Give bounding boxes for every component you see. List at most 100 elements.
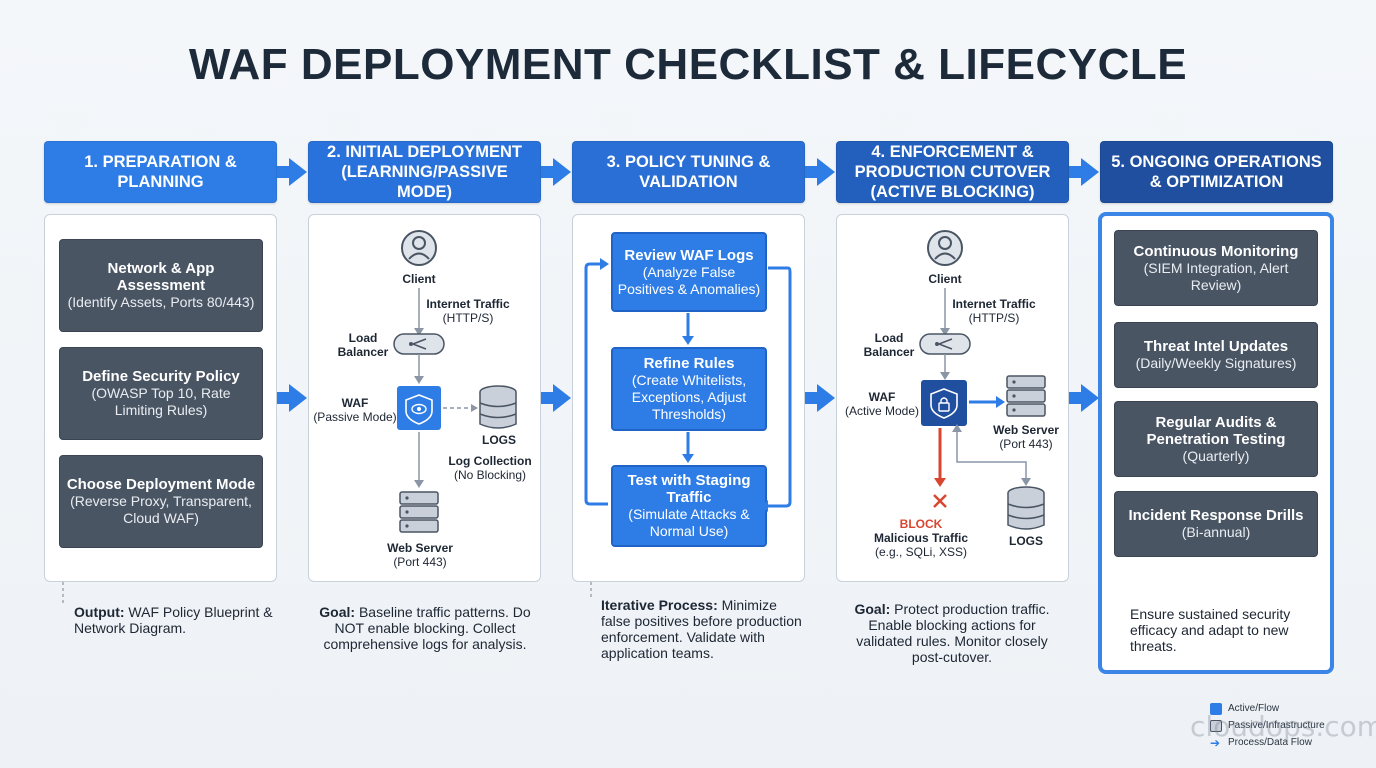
- block-x-icon: [933, 494, 947, 508]
- server-sub: (Port 443): [393, 555, 447, 569]
- legend-passive: Passive/Infrastructure: [1210, 717, 1325, 734]
- phase-3-note: Iterative Process: Minimize false positi…: [601, 597, 806, 661]
- note-label: Output:: [74, 604, 125, 620]
- legend-process: ➔ Process/Data Flow: [1210, 734, 1325, 751]
- note-label: Iterative Process:: [601, 597, 718, 613]
- waf-passive-icon: [397, 386, 441, 430]
- server-label: Web Server: [387, 541, 453, 555]
- phase-5-card-3: Regular Audits & Penetration Testing (Qu…: [1114, 401, 1318, 477]
- logs-database-icon: [479, 385, 517, 429]
- phase-4-traffic-label: Internet Traffic (HTTP/S): [946, 297, 1042, 325]
- phase-2-lb-label: Load Balancer: [337, 331, 389, 359]
- malicious-sub: (e.g., SQLi, XSS): [874, 545, 968, 559]
- phase-1-panel: Network & App Assessment (Identify Asset…: [44, 214, 277, 582]
- web-server-icon: [1006, 375, 1046, 417]
- phase-5-header: 5. ONGOING OPERATIONS & OPTIMIZATION: [1100, 141, 1333, 203]
- client-icon: [401, 230, 437, 266]
- phase-2-header: 2. INITIAL DEPLOYMENT (LEARNING/PASSIVE …: [308, 141, 541, 203]
- phase-1-card-3: Choose Deployment Mode (Reverse Proxy, T…: [59, 455, 263, 548]
- phase-4-logs-label: LOGS: [1008, 534, 1043, 548]
- web-server-icon: [399, 491, 439, 533]
- card-title: Define Security Policy: [82, 368, 240, 385]
- card-subtitle: (Identify Assets, Ports 80/443): [67, 294, 255, 310]
- card-title: Incident Response Drills: [1128, 507, 1304, 524]
- note-label: Goal:: [854, 601, 891, 617]
- header-arrow-2-head: [553, 158, 571, 186]
- phase-3-cycle-arrows: [584, 258, 792, 512]
- card-title: Network & App Assessment: [107, 260, 215, 294]
- header-arrow-4-head: [1081, 158, 1099, 186]
- note-text: Minimize false positives before producti…: [601, 597, 802, 661]
- phase-4-header: 4. ENFORCEMENT & PRODUCTION CUTOVER (ACT…: [836, 141, 1069, 203]
- client-icon: [927, 230, 963, 266]
- phase-1-card-1: Network & App Assessment (Identify Asset…: [59, 239, 263, 332]
- note-text: Baseline traffic patterns. Do NOT enable…: [323, 604, 531, 652]
- legend-process-label: Process/Data Flow: [1228, 737, 1312, 748]
- phase-2-traffic-label: Internet Traffic (HTTP/S): [420, 297, 516, 325]
- phase-1-note-connector: [62, 582, 64, 604]
- phase-1-header: 1. PREPARATION & PLANNING: [44, 141, 277, 203]
- card-title: Review WAF Logs: [624, 246, 754, 264]
- mid-arrow-3-head: [817, 384, 835, 412]
- card-title: Refine Rules: [643, 355, 735, 372]
- load-balancer-icon: [919, 333, 971, 355]
- card-title: Test with Staging Traffic: [627, 472, 751, 506]
- mid-arrow-3-shaft: [805, 392, 819, 404]
- load-balancer-icon: [393, 333, 445, 355]
- waf-label: WAF: [341, 396, 369, 410]
- phase-3-panel: Review WAF Logs (Analyze False Positives…: [572, 214, 805, 582]
- phase-2-log-collection: Log Collection (No Blocking): [440, 454, 540, 482]
- legend-active: Active/Flow: [1210, 700, 1325, 717]
- note-label: Goal:: [319, 604, 356, 620]
- header-arrow-2-shaft: [541, 166, 555, 178]
- phase-3-card-3: Test with Staging Traffic (Simulate Atta…: [611, 465, 767, 547]
- phase-3-note-connector: [590, 582, 592, 600]
- page-title: WAF DEPLOYMENT CHECKLIST & LIFECYCLE: [188, 40, 1188, 89]
- server-label: Web Server: [993, 423, 1059, 437]
- mid-arrow-4-head: [1081, 384, 1099, 412]
- phase-4-lb-label: Load Balancer: [863, 331, 915, 359]
- traffic-sub: (HTTP/S): [968, 311, 1020, 325]
- waf-active-icon: [921, 380, 967, 426]
- header-arrow-3-shaft: [805, 166, 819, 178]
- waf-sub: (Active Mode): [844, 404, 920, 418]
- log-collection-label: Log Collection: [448, 454, 532, 468]
- note-text: WAF Policy Blueprint & Network Diagram.: [74, 604, 273, 636]
- phase-5-card-2: Threat Intel Updates (Daily/Weekly Signa…: [1114, 322, 1318, 388]
- phase-5-card-4: Incident Response Drills (Bi-annual): [1114, 491, 1318, 557]
- log-collection-sub: (No Blocking): [453, 468, 527, 482]
- card-title: Regular Audits & Penetration Testing: [1146, 413, 1286, 448]
- phase-2-waf-label: WAF (Passive Mode): [310, 396, 400, 424]
- phase-1-card-2: Define Security Policy (OWASP Top 10, Ra…: [59, 347, 263, 440]
- card-subtitle: (Create Whitelists, Exceptions, Adjust T…: [631, 372, 747, 422]
- note-text: Protect production traffic. Enable block…: [856, 601, 1050, 665]
- phase-5-card-1: Continuous Monitoring (SIEM Integration,…: [1114, 230, 1318, 306]
- legend-passive-swatch: [1210, 719, 1222, 732]
- mid-arrow-1-head: [289, 384, 307, 412]
- phase-4-block-label: BLOCK: [899, 517, 943, 531]
- phase-2-server-label: Web Server (Port 443): [370, 541, 470, 569]
- mid-arrow-4-shaft: [1069, 392, 1083, 404]
- watermark: cloudops.com: [1190, 710, 1376, 743]
- phase-4-note: Goal: Protect production traffic. Enable…: [842, 601, 1062, 665]
- phase-4-waf-label: WAF (Active Mode): [838, 390, 926, 418]
- traffic-label: Internet Traffic: [952, 297, 1036, 311]
- phase-5-note: Ensure sustained security efficacy and a…: [1130, 606, 1291, 654]
- phase-2-diagram: [393, 230, 517, 533]
- header-arrow-4-shaft: [1069, 166, 1083, 178]
- header-arrow-3-head: [817, 158, 835, 186]
- legend: Active/Flow Passive/Infrastructure ➔ Pro…: [1210, 700, 1325, 751]
- card-subtitle: (Quarterly): [1182, 447, 1250, 464]
- traffic-sub: (HTTP/S): [442, 311, 494, 325]
- malicious-label: Malicious Traffic: [873, 531, 969, 545]
- legend-process-arrow-icon: ➔: [1210, 735, 1221, 750]
- legend-passive-label: Passive/Infrastructure: [1228, 720, 1325, 731]
- card-subtitle: (Reverse Proxy, Transparent, Cloud WAF): [70, 493, 252, 526]
- phase-2-logs-label: LOGS: [481, 433, 516, 447]
- card-title: Continuous Monitoring: [1133, 242, 1299, 260]
- logs-database-icon: [1007, 486, 1045, 530]
- phase-4-diagram: [919, 230, 1046, 530]
- phase-3-header: 3. POLICY TUNING & VALIDATION: [572, 141, 805, 203]
- phase-4-server-label: Web Server (Port 443): [980, 423, 1072, 451]
- card-subtitle: (OWASP Top 10, Rate Limiting Rules): [91, 385, 231, 418]
